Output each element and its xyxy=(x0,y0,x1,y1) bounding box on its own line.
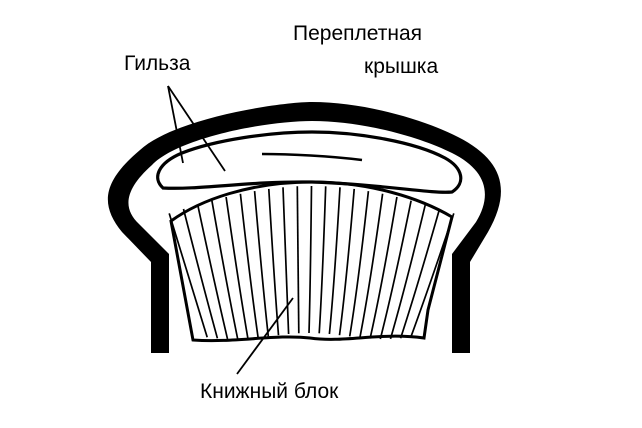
pointer-block xyxy=(236,297,294,375)
hinge-inner-line xyxy=(261,152,363,162)
page-line xyxy=(328,187,341,335)
page-line xyxy=(389,204,427,340)
book-block-pages xyxy=(168,185,455,340)
page-line xyxy=(282,187,290,335)
pointer-hinge-left xyxy=(167,85,184,164)
pointer-lines xyxy=(167,85,294,375)
page-line xyxy=(253,191,270,337)
page-line xyxy=(348,191,370,337)
page-line xyxy=(168,213,209,338)
label-cover-line1: Переплетная xyxy=(293,22,422,45)
page-line xyxy=(338,188,356,336)
cover-outline xyxy=(107,102,501,353)
page-line xyxy=(399,208,441,339)
page-line xyxy=(196,204,229,340)
label-book-block: Книжный блок xyxy=(200,380,339,403)
page-line xyxy=(410,213,455,338)
page-line xyxy=(225,196,249,339)
label-hinge: Гильза xyxy=(124,52,191,75)
book-block xyxy=(168,180,455,343)
page-line xyxy=(359,193,384,338)
pointer-hinge-right xyxy=(167,85,226,172)
page-line xyxy=(308,185,313,334)
cover xyxy=(107,102,501,353)
page-line xyxy=(211,200,239,340)
page-line xyxy=(318,186,327,334)
page-line xyxy=(369,196,398,339)
page-line xyxy=(182,208,219,339)
page-line xyxy=(267,188,280,336)
page-line xyxy=(239,193,259,338)
label-cover-line2: крышка xyxy=(364,55,438,78)
page-line xyxy=(379,200,412,340)
page-line xyxy=(296,186,300,334)
